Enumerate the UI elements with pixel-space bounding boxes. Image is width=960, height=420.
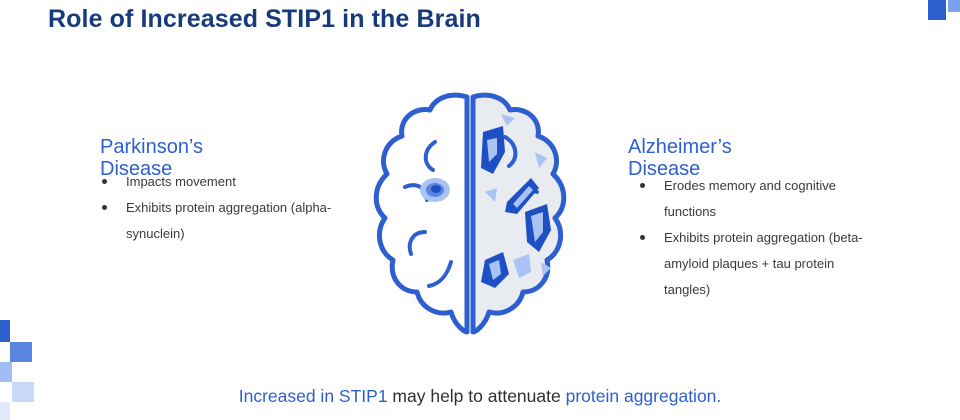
footer-highlight-aggregation: protein aggregation. [565, 386, 722, 406]
alzheimers-title-line1: Alzheimer’s [628, 136, 732, 158]
brain-icon [373, 92, 567, 335]
alzheimers-plaques [481, 114, 551, 288]
corner-decoration-top-right [920, 0, 960, 22]
alzheimers-bullet-2: Exhibits protein aggregation (beta-amylo… [638, 225, 878, 303]
footer-highlight-stip1: Increased in STIP1 [238, 386, 388, 406]
parkinsons-bullet-list: Impacts movement Exhibits protein aggreg… [100, 169, 340, 247]
conclusion-text: Increased in STIP1 may help to attenuate… [0, 386, 960, 407]
parkinsons-spot-core [431, 185, 441, 193]
parkinsons-bullet-1: Impacts movement [100, 169, 340, 195]
parkinsons-title-line1: Parkinson’s [100, 136, 204, 158]
alzheimers-bullet-1: Erodes memory and cognitive functions [638, 173, 878, 225]
parkinsons-bullet-2: Exhibits protein aggregation (alpha-synu… [100, 195, 340, 247]
alzheimers-bullet-list: Erodes memory and cognitive functions Ex… [638, 173, 878, 303]
footer-middle-text: may help to attenuate [387, 386, 566, 406]
alzheimers-title-line2: Disease [628, 158, 701, 180]
corner-decoration-bottom-left [0, 320, 40, 420]
slide-title: Role of Increased STIP1 in the Brain [48, 5, 481, 33]
parkinsons-title: Parkinson’s Disease [100, 134, 300, 182]
alzheimers-title: Alzheimer’s Disease [628, 134, 828, 182]
parkinsons-title-line2: Disease [100, 158, 173, 180]
